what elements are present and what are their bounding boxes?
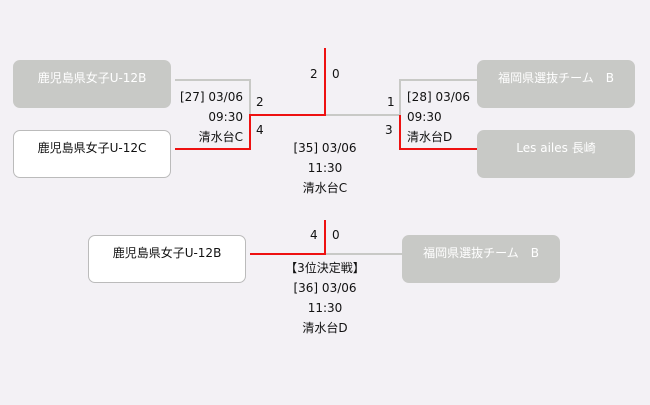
match-time: 11:30	[307, 161, 343, 175]
team-box[interactable]: 鹿児島県女子U-12C	[13, 130, 171, 178]
match-time: 11:30	[307, 301, 343, 315]
bracket-line	[324, 48, 326, 116]
bracket-line	[249, 79, 251, 115]
bracket-line	[399, 79, 401, 115]
bracket-line	[326, 253, 402, 255]
bracket-line	[175, 79, 251, 81]
third-place-label: 【3位決定戦】	[285, 261, 365, 275]
score: 3	[385, 123, 393, 137]
score: 0	[332, 228, 340, 242]
team-box[interactable]: 福岡県選抜チーム B	[402, 235, 560, 283]
bracket-line	[175, 148, 251, 150]
match-venue: 清水台C	[198, 130, 243, 144]
bracket-line	[324, 220, 326, 255]
score: 1	[387, 95, 395, 109]
match-time: 09:30	[407, 110, 442, 124]
team-box[interactable]: 鹿児島県女子U-12B	[88, 235, 246, 283]
score: 4	[310, 228, 318, 242]
match-number: [27] 03/06	[179, 90, 243, 104]
bracket-line	[249, 114, 251, 150]
bracket-line	[249, 114, 326, 116]
bracket-line	[399, 79, 477, 81]
score: 0	[332, 67, 340, 81]
bracket-line	[326, 114, 401, 116]
bracket-line	[250, 253, 326, 255]
match-number: [36] 03/06	[293, 281, 357, 295]
match-number: [28] 03/06	[407, 90, 471, 104]
score: 4	[256, 123, 264, 137]
match-venue: 清水台C	[302, 181, 348, 195]
match-venue: 清水台D	[407, 130, 453, 144]
team-box[interactable]: 福岡県選抜チーム B	[477, 60, 635, 108]
team-box[interactable]: Les ailes 長崎	[477, 130, 635, 178]
score: 2	[310, 67, 318, 81]
bracket-line	[399, 148, 477, 150]
team-box[interactable]: 鹿児島県女子U-12B	[13, 60, 171, 108]
bracket-line	[399, 115, 401, 150]
score: 2	[256, 95, 264, 109]
match-time: 09:30	[208, 110, 243, 124]
match-number: [35] 03/06	[293, 141, 357, 155]
match-venue: 清水台D	[302, 321, 348, 335]
